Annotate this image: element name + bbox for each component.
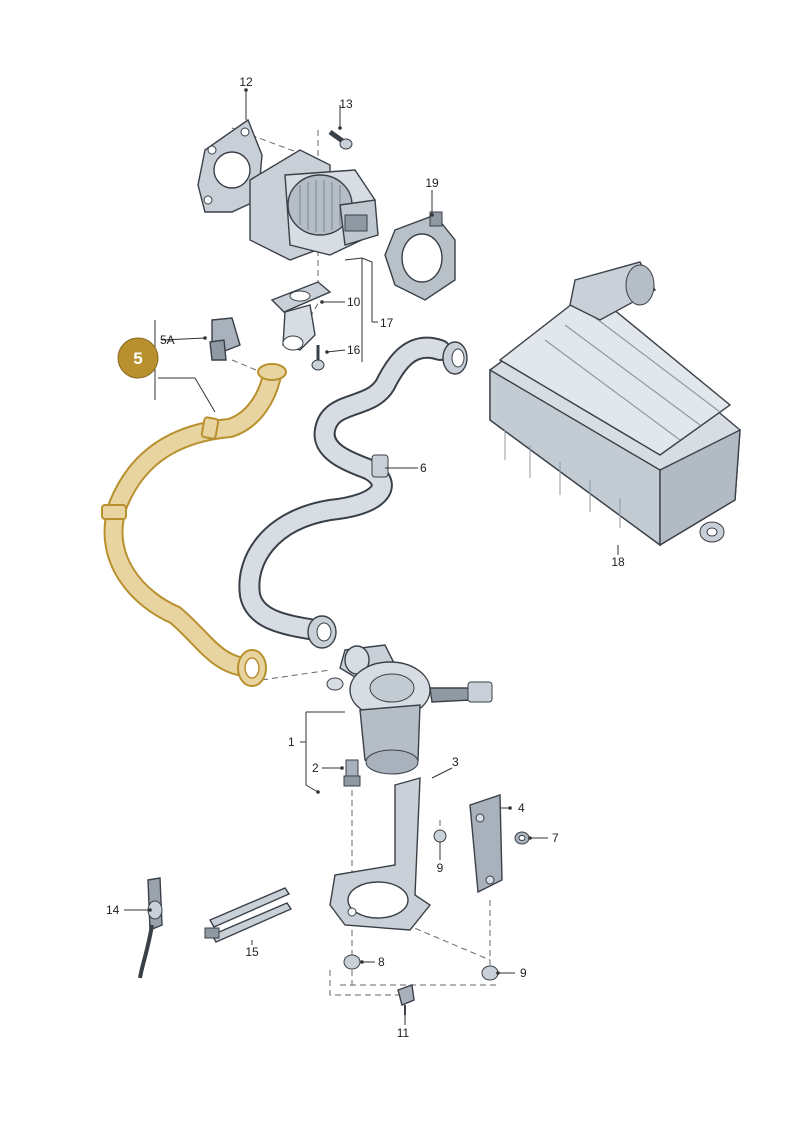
highlighted-hose-part: [101, 363, 287, 687]
label-3: 3: [452, 755, 459, 769]
cable-tie-holder-part: [138, 877, 163, 979]
assembly-guide-lines: [231, 127, 500, 996]
gasket-part: [197, 118, 263, 213]
part-labels: 12 13 19 10 17 16 5A 6 18 1 2 3 4 7 9 8 …: [106, 75, 625, 1040]
cable-ties-part: [204, 887, 293, 943]
label-13: 13: [339, 97, 353, 111]
label-10: 10: [347, 295, 361, 309]
label-17: 17: [380, 316, 394, 330]
label-16: 16: [347, 343, 361, 357]
screw-part: [311, 345, 325, 371]
air-pump-part: [326, 644, 493, 775]
label-1: 1: [288, 735, 295, 749]
air-filter-box-part: [489, 261, 741, 547]
label-5a: 5A: [160, 333, 175, 347]
label-18: 18: [611, 555, 625, 569]
egr-valve-part: [249, 149, 379, 261]
label-9b: 9: [520, 966, 527, 980]
leader-dots: [148, 88, 532, 975]
callout-label: 5: [133, 349, 142, 368]
label-11: 11: [397, 1026, 410, 1040]
bolt-part: [328, 129, 353, 150]
grey-hose-part: [238, 336, 468, 649]
clip-part: [397, 984, 415, 1015]
label-19: 19: [425, 176, 439, 190]
label-4: 4: [518, 801, 525, 815]
label-2: 2: [312, 761, 319, 775]
clamp-ring-part: [384, 211, 456, 301]
flange-elbow-part: [270, 281, 332, 351]
label-8: 8: [378, 955, 385, 969]
label-15: 15: [245, 945, 259, 959]
label-6: 6: [420, 461, 427, 475]
nut-parts: [343, 829, 530, 981]
plate-part: [469, 794, 503, 894]
callout-badge-5[interactable]: 5: [117, 337, 159, 379]
label-9a: 9: [437, 861, 444, 875]
small-sensor-part: [343, 759, 361, 787]
leader-lines: [124, 90, 619, 1025]
bracket-part: [329, 777, 432, 931]
label-14: 14: [106, 903, 120, 917]
label-7: 7: [552, 831, 559, 845]
sensor-part: [209, 317, 241, 361]
label-12: 12: [239, 75, 253, 89]
